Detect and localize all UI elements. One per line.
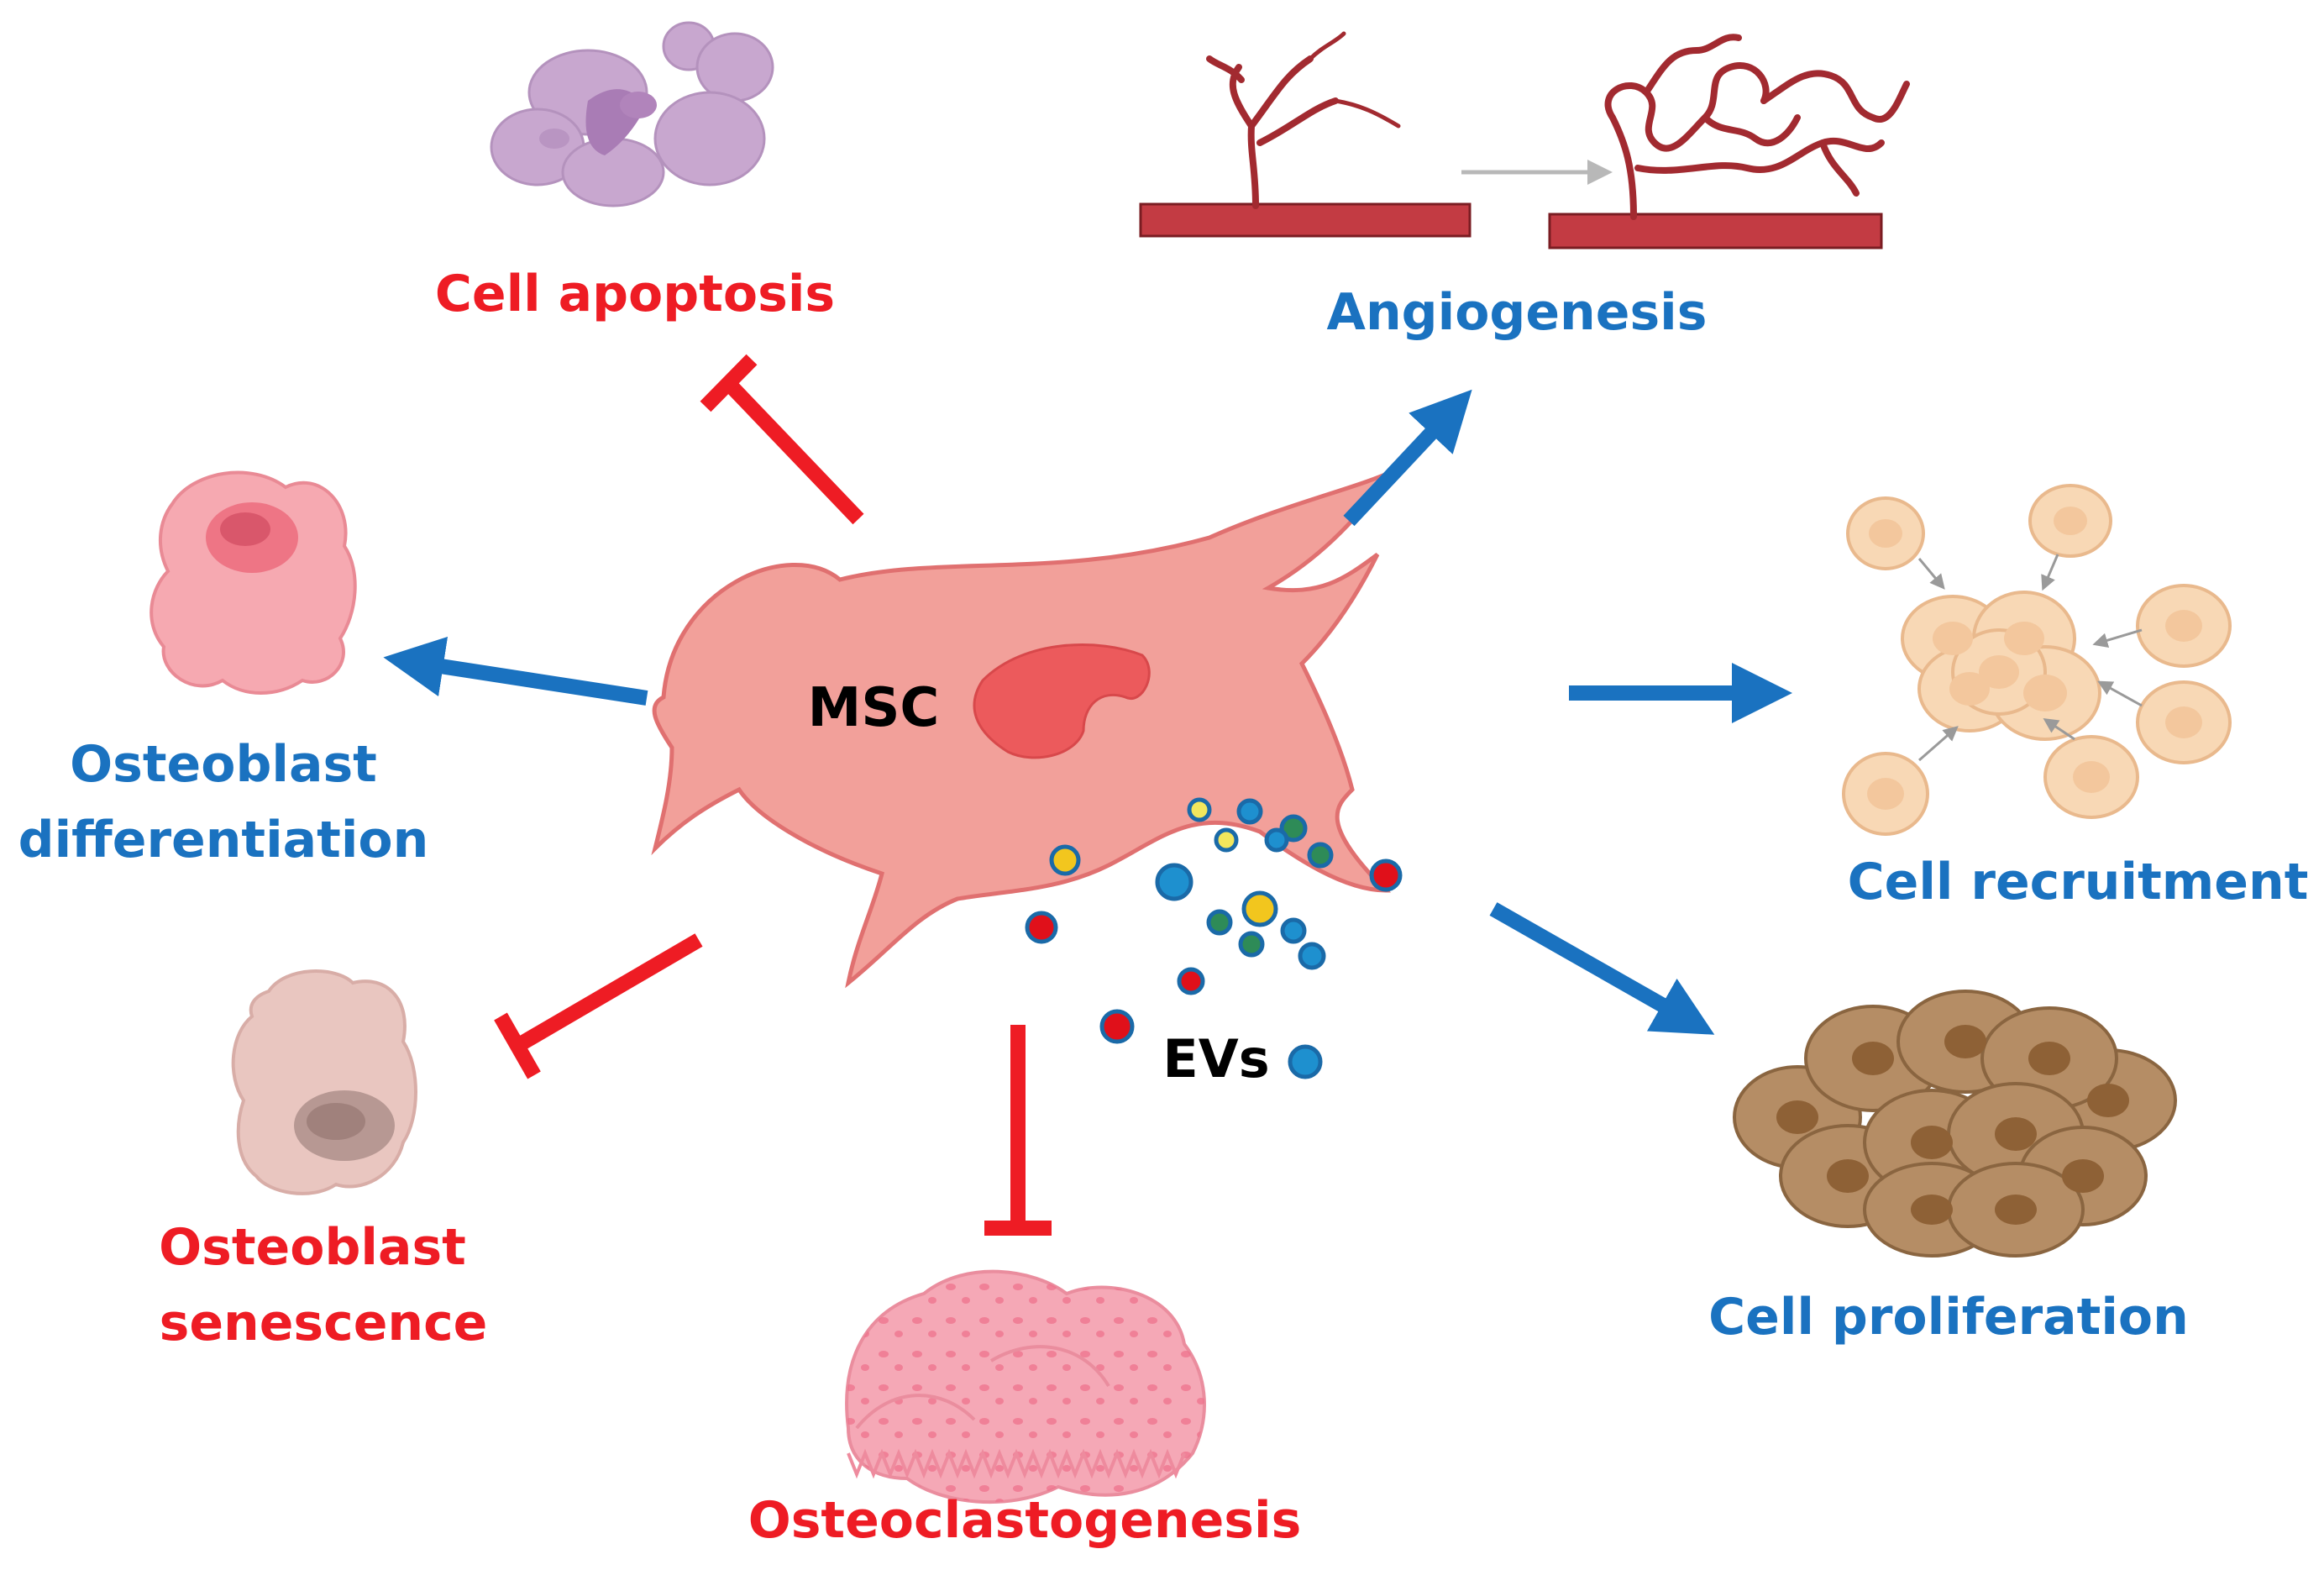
ev-yellow bbox=[1241, 890, 1278, 927]
promote-osteoblast-differentiation-arrow bbox=[383, 636, 648, 706]
ev-green bbox=[1206, 909, 1233, 936]
inhibit-apoptosis-arrow bbox=[700, 354, 864, 525]
apoptotic-cell-icon bbox=[490, 21, 774, 207]
inhibit-osteoclastogenesis-arrow bbox=[984, 1025, 1052, 1236]
osteoblast-differentiated-icon bbox=[150, 470, 357, 695]
osteoblast-senescence-label-1: Osteoblast bbox=[159, 1218, 466, 1277]
promote-angiogenesis-arrow bbox=[1343, 389, 1472, 527]
evs-label: EVs bbox=[1162, 1028, 1269, 1090]
ev-green bbox=[1238, 931, 1265, 958]
osteoblast-differentiation-label-1: Osteoblast bbox=[70, 735, 377, 794]
ev-blue bbox=[1236, 798, 1263, 825]
cell-recruitment-label: Cell recruitment bbox=[1848, 853, 2309, 911]
msc-cell-icon bbox=[651, 468, 1396, 989]
ev-red bbox=[1177, 967, 1205, 995]
extracellular-vesicles bbox=[1025, 797, 1403, 1079]
ev-green bbox=[1307, 842, 1334, 869]
blood-vessel-sprouting-icon bbox=[1139, 31, 1910, 249]
angiogenesis-label: Angiogenesis bbox=[1327, 283, 1708, 342]
osteoblast-differentiation-label-2: differentiation bbox=[18, 811, 429, 869]
inhibit-senescence-arrow bbox=[494, 933, 703, 1079]
ev-yellow bbox=[1214, 827, 1239, 853]
ev-green bbox=[1279, 814, 1308, 843]
ev-blue bbox=[1155, 863, 1193, 901]
cell-recruitment-cluster-icon bbox=[1842, 484, 2232, 836]
osteoclastogenesis-label: Osteoclastogenesis bbox=[748, 1491, 1302, 1550]
promotion-arrows bbox=[383, 389, 1792, 1035]
ev-blue bbox=[1264, 827, 1289, 853]
ev-yellow bbox=[1049, 844, 1081, 876]
ev-blue bbox=[1298, 942, 1326, 970]
ev-blue bbox=[1280, 917, 1307, 944]
ev-red bbox=[1369, 859, 1403, 892]
ev-red bbox=[1025, 911, 1058, 944]
inhibition-arrows bbox=[494, 354, 1052, 1236]
osteoblast-senescent-icon bbox=[231, 969, 417, 1195]
osteoclast-cluster-icon bbox=[845, 1269, 1206, 1504]
ev-blue bbox=[1288, 1044, 1323, 1079]
cell-proliferation-cluster-icon bbox=[1733, 990, 2177, 1258]
osteoblast-senescence-label-2: senescence bbox=[160, 1294, 488, 1352]
promote-cell-proliferation-arrow bbox=[1489, 902, 1715, 1035]
cell-proliferation-label: Cell proliferation bbox=[1708, 1288, 2189, 1347]
ev-red bbox=[1099, 1009, 1135, 1044]
cell-apoptosis-label: Cell apoptosis bbox=[435, 265, 835, 323]
msc-label: MSC bbox=[808, 677, 940, 739]
ev-yellow bbox=[1187, 797, 1212, 822]
